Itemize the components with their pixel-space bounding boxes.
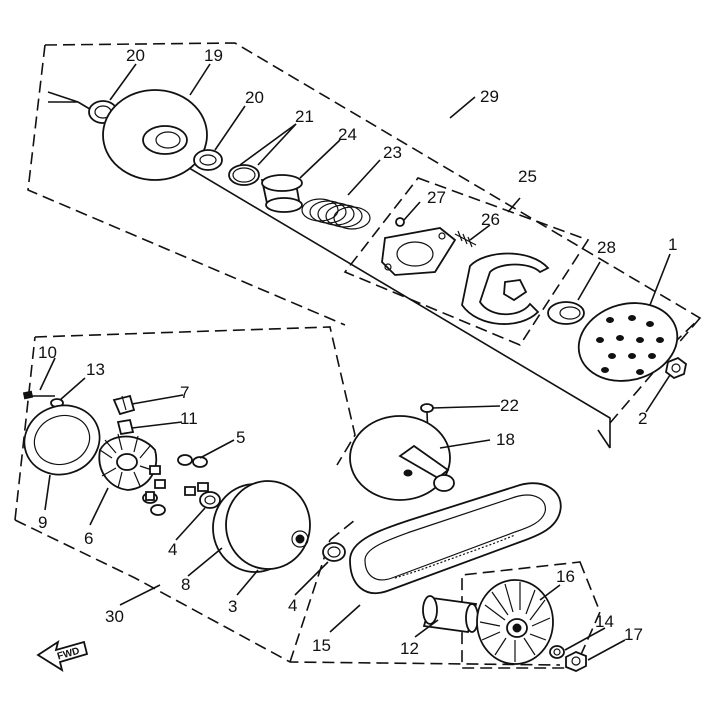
label-23: 23 bbox=[383, 143, 402, 162]
label-14: 14 bbox=[595, 612, 614, 631]
part-21-o-ring bbox=[228, 164, 260, 186]
leader-lines bbox=[39, 63, 671, 661]
label-30: 30 bbox=[105, 607, 124, 626]
part-6-ramp-plate bbox=[98, 433, 158, 491]
label-28: 28 bbox=[597, 238, 616, 257]
label-15: 15 bbox=[312, 636, 331, 655]
label-4: 4 bbox=[288, 596, 297, 615]
part-27-clip bbox=[395, 217, 405, 227]
part-23-spring bbox=[301, 198, 371, 230]
group-16-outline bbox=[461, 561, 601, 669]
label-3: 3 bbox=[228, 597, 237, 616]
part-14-washer bbox=[549, 645, 565, 659]
part-4-seal-2 bbox=[322, 542, 346, 562]
group-30-outline bbox=[14, 326, 561, 666]
label-6: 6 bbox=[84, 529, 93, 548]
label-22: 22 bbox=[500, 396, 519, 415]
part-2-nut bbox=[665, 356, 687, 380]
part-15-belt bbox=[349, 482, 562, 595]
part-25-clutch-shoe bbox=[461, 252, 550, 325]
part-7-slider bbox=[112, 394, 136, 416]
axis-line bbox=[47, 91, 611, 449]
label-7: 7 bbox=[180, 383, 189, 402]
part-25-plate bbox=[381, 227, 457, 276]
fwd-arrow-icon: FWD bbox=[36, 639, 89, 672]
label-10: 10 bbox=[38, 343, 57, 362]
label-25: 25 bbox=[518, 167, 537, 186]
label-20: 20 bbox=[126, 46, 145, 65]
label-13: 13 bbox=[86, 360, 105, 379]
label-17: 17 bbox=[624, 625, 643, 644]
part-1-plate bbox=[577, 302, 679, 382]
label-27: 27 bbox=[427, 188, 446, 207]
label-16: 16 bbox=[556, 567, 575, 586]
label-24: 24 bbox=[338, 125, 357, 144]
part-16-fan bbox=[476, 579, 554, 665]
part-18-sheave bbox=[349, 415, 455, 501]
label-21: 21 bbox=[295, 107, 314, 126]
label-2: 2 bbox=[638, 409, 647, 428]
label-12: 12 bbox=[400, 639, 419, 658]
part-20-seal-2 bbox=[193, 149, 223, 171]
label-8: 8 bbox=[181, 575, 190, 594]
label-26: 26 bbox=[481, 210, 500, 229]
part-3-drive-face bbox=[212, 480, 311, 573]
label-29: 29 bbox=[480, 87, 499, 106]
group-29-outline bbox=[27, 42, 702, 424]
part-24-collar bbox=[260, 174, 303, 213]
label-9: 9 bbox=[38, 513, 47, 532]
part-4-seal bbox=[199, 491, 221, 509]
part-10-bolt bbox=[22, 390, 55, 400]
part-17-nut bbox=[565, 651, 587, 672]
part-19-sheave bbox=[102, 89, 208, 181]
part-number-labels: 20 19 20 21 24 23 29 25 27 26 28 1 2 22 … bbox=[38, 46, 677, 658]
part-9-plate bbox=[23, 404, 101, 476]
label-4: 4 bbox=[168, 540, 177, 559]
label-20: 20 bbox=[245, 88, 264, 107]
label-18: 18 bbox=[496, 430, 515, 449]
group-25-outline bbox=[343, 177, 590, 346]
label-19: 19 bbox=[204, 46, 223, 65]
label-5: 5 bbox=[236, 428, 245, 447]
part-5-rollers bbox=[142, 454, 209, 516]
label-1: 1 bbox=[668, 235, 677, 254]
label-11: 11 bbox=[180, 409, 198, 428]
part-28-bearing bbox=[547, 301, 585, 325]
part-26-spring-pin bbox=[454, 230, 477, 248]
part-12-collar bbox=[422, 595, 479, 633]
part-11-guide bbox=[116, 418, 135, 436]
